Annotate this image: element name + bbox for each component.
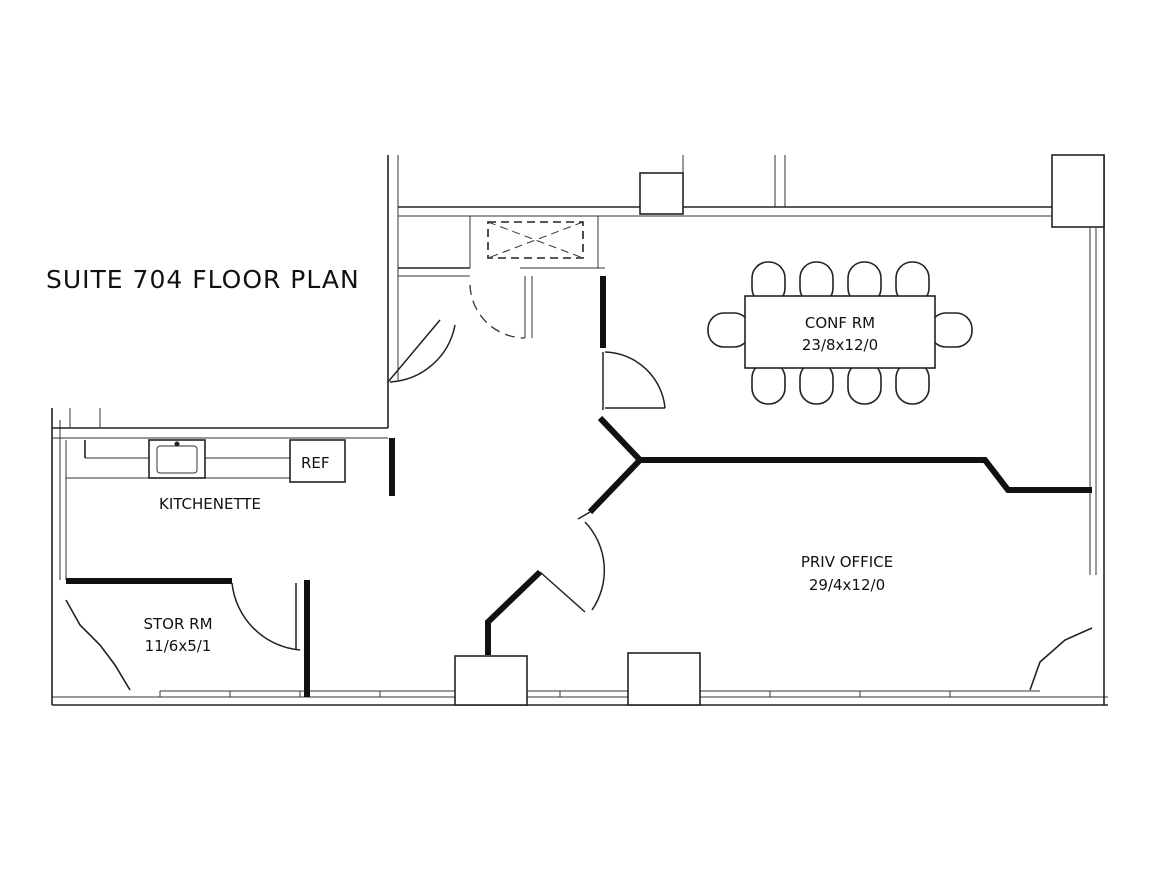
conf-room-size: 23/8x12/0 bbox=[802, 336, 878, 354]
priv-office-name: PRIV OFFICE bbox=[801, 553, 893, 571]
conference-table-set bbox=[707, 261, 973, 405]
kitchenette-label: KITCHENETTE bbox=[159, 495, 261, 513]
door-swings bbox=[231, 276, 666, 651]
window-mullions bbox=[159, 691, 951, 697]
priv-office-size: 29/4x12/0 bbox=[809, 576, 885, 594]
conf-room-name: CONF RM bbox=[805, 314, 875, 332]
stor-room-name: STOR RM bbox=[143, 615, 212, 633]
chair-icon bbox=[751, 261, 930, 305]
chair-icon bbox=[751, 361, 930, 405]
mechanical-shaft bbox=[469, 216, 599, 268]
plan-title: SUITE 704 FLOOR PLAN bbox=[46, 265, 360, 294]
refrigerator-label: REF bbox=[301, 454, 330, 472]
stor-room-size: 11/6x5/1 bbox=[145, 637, 212, 655]
kitchenette-fixtures bbox=[66, 439, 346, 483]
refrigerator-box bbox=[289, 439, 346, 483]
interior-partitions bbox=[66, 276, 1092, 697]
storage-corner-detail bbox=[65, 599, 131, 691]
conference-table bbox=[744, 295, 936, 369]
structural-columns bbox=[454, 154, 1105, 706]
office-corner-detail bbox=[1029, 627, 1093, 691]
